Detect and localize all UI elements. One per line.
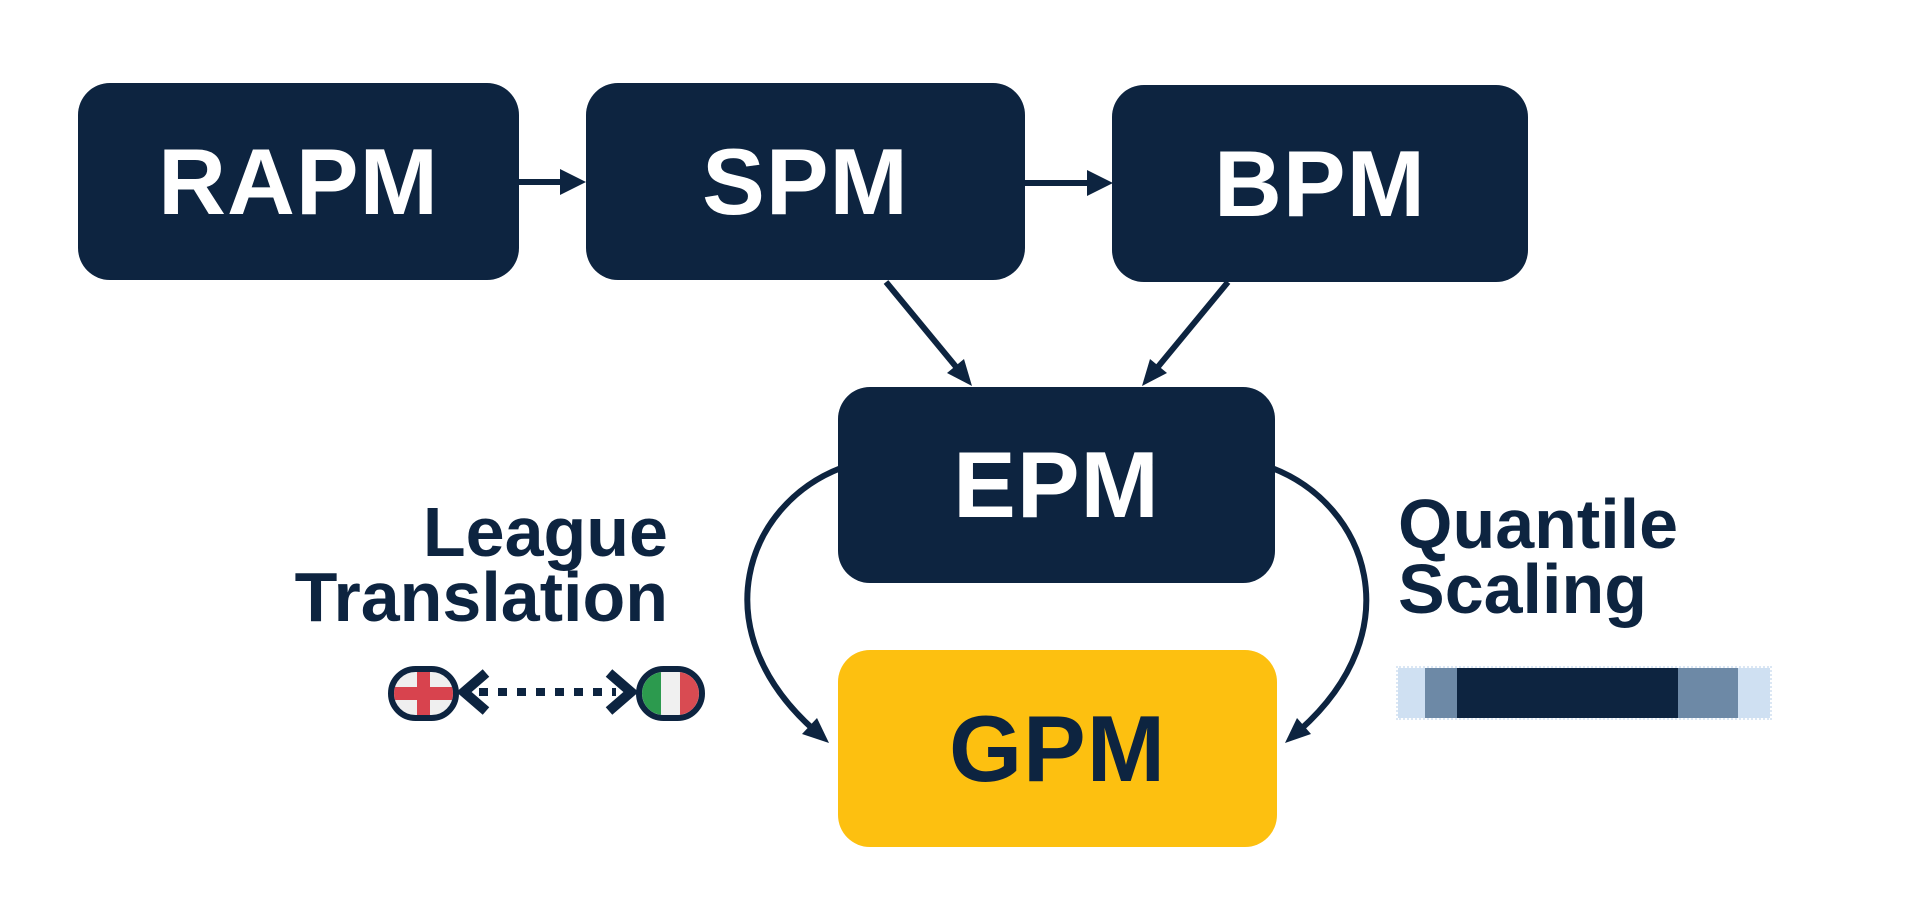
node-gpm-label: GPM (948, 695, 1167, 801)
italy-flag-red-stripe (680, 672, 699, 715)
italy-flag-icon (636, 666, 705, 721)
quantile-scaling-line1: Quantile (1398, 485, 1679, 563)
quantile-bar-segment (1425, 668, 1457, 718)
italy-flag-green-stripe (642, 672, 661, 715)
node-bpm-label: BPM (1214, 130, 1426, 236)
edge-bpm-epm (1142, 280, 1231, 386)
quantile-bar-segment (1457, 668, 1678, 718)
edge-spm-bpm (1025, 170, 1113, 196)
quantile-bar-segment (1738, 668, 1770, 718)
quantile-scaling-label: Quantile Scaling (1398, 485, 1818, 629)
node-spm-label: SPM (702, 128, 909, 234)
dotted-double-headed-arrow-icon (456, 669, 639, 715)
quantile-bar-segment (1398, 668, 1425, 718)
node-spm: SPM (586, 83, 1025, 280)
league-translation-line2: Translation (294, 558, 668, 637)
league-translation-label: League Translation (290, 493, 668, 637)
quantile-scaling-line2: Scaling (1398, 550, 1647, 629)
edge-epm-gpm-quantile (1270, 465, 1370, 743)
edge-rapm-spm (519, 169, 586, 195)
quantile-bar (1396, 666, 1772, 720)
england-flag-icon (388, 666, 459, 721)
node-epm-label: EPM (953, 432, 1160, 537)
node-rapm: RAPM (78, 83, 519, 280)
node-epm: EPM (838, 387, 1275, 583)
edge-spm-epm (883, 280, 972, 386)
node-gpm: GPM (838, 650, 1277, 847)
england-flag-cross-horizontal (394, 687, 453, 700)
italy-flag-white-stripe (661, 672, 680, 715)
node-bpm: BPM (1112, 85, 1528, 282)
node-rapm-label: RAPM (158, 128, 439, 234)
quantile-bar-segment (1678, 668, 1738, 718)
edge-epm-gpm-league (744, 465, 843, 743)
league-translation-line1: League (422, 493, 668, 571)
